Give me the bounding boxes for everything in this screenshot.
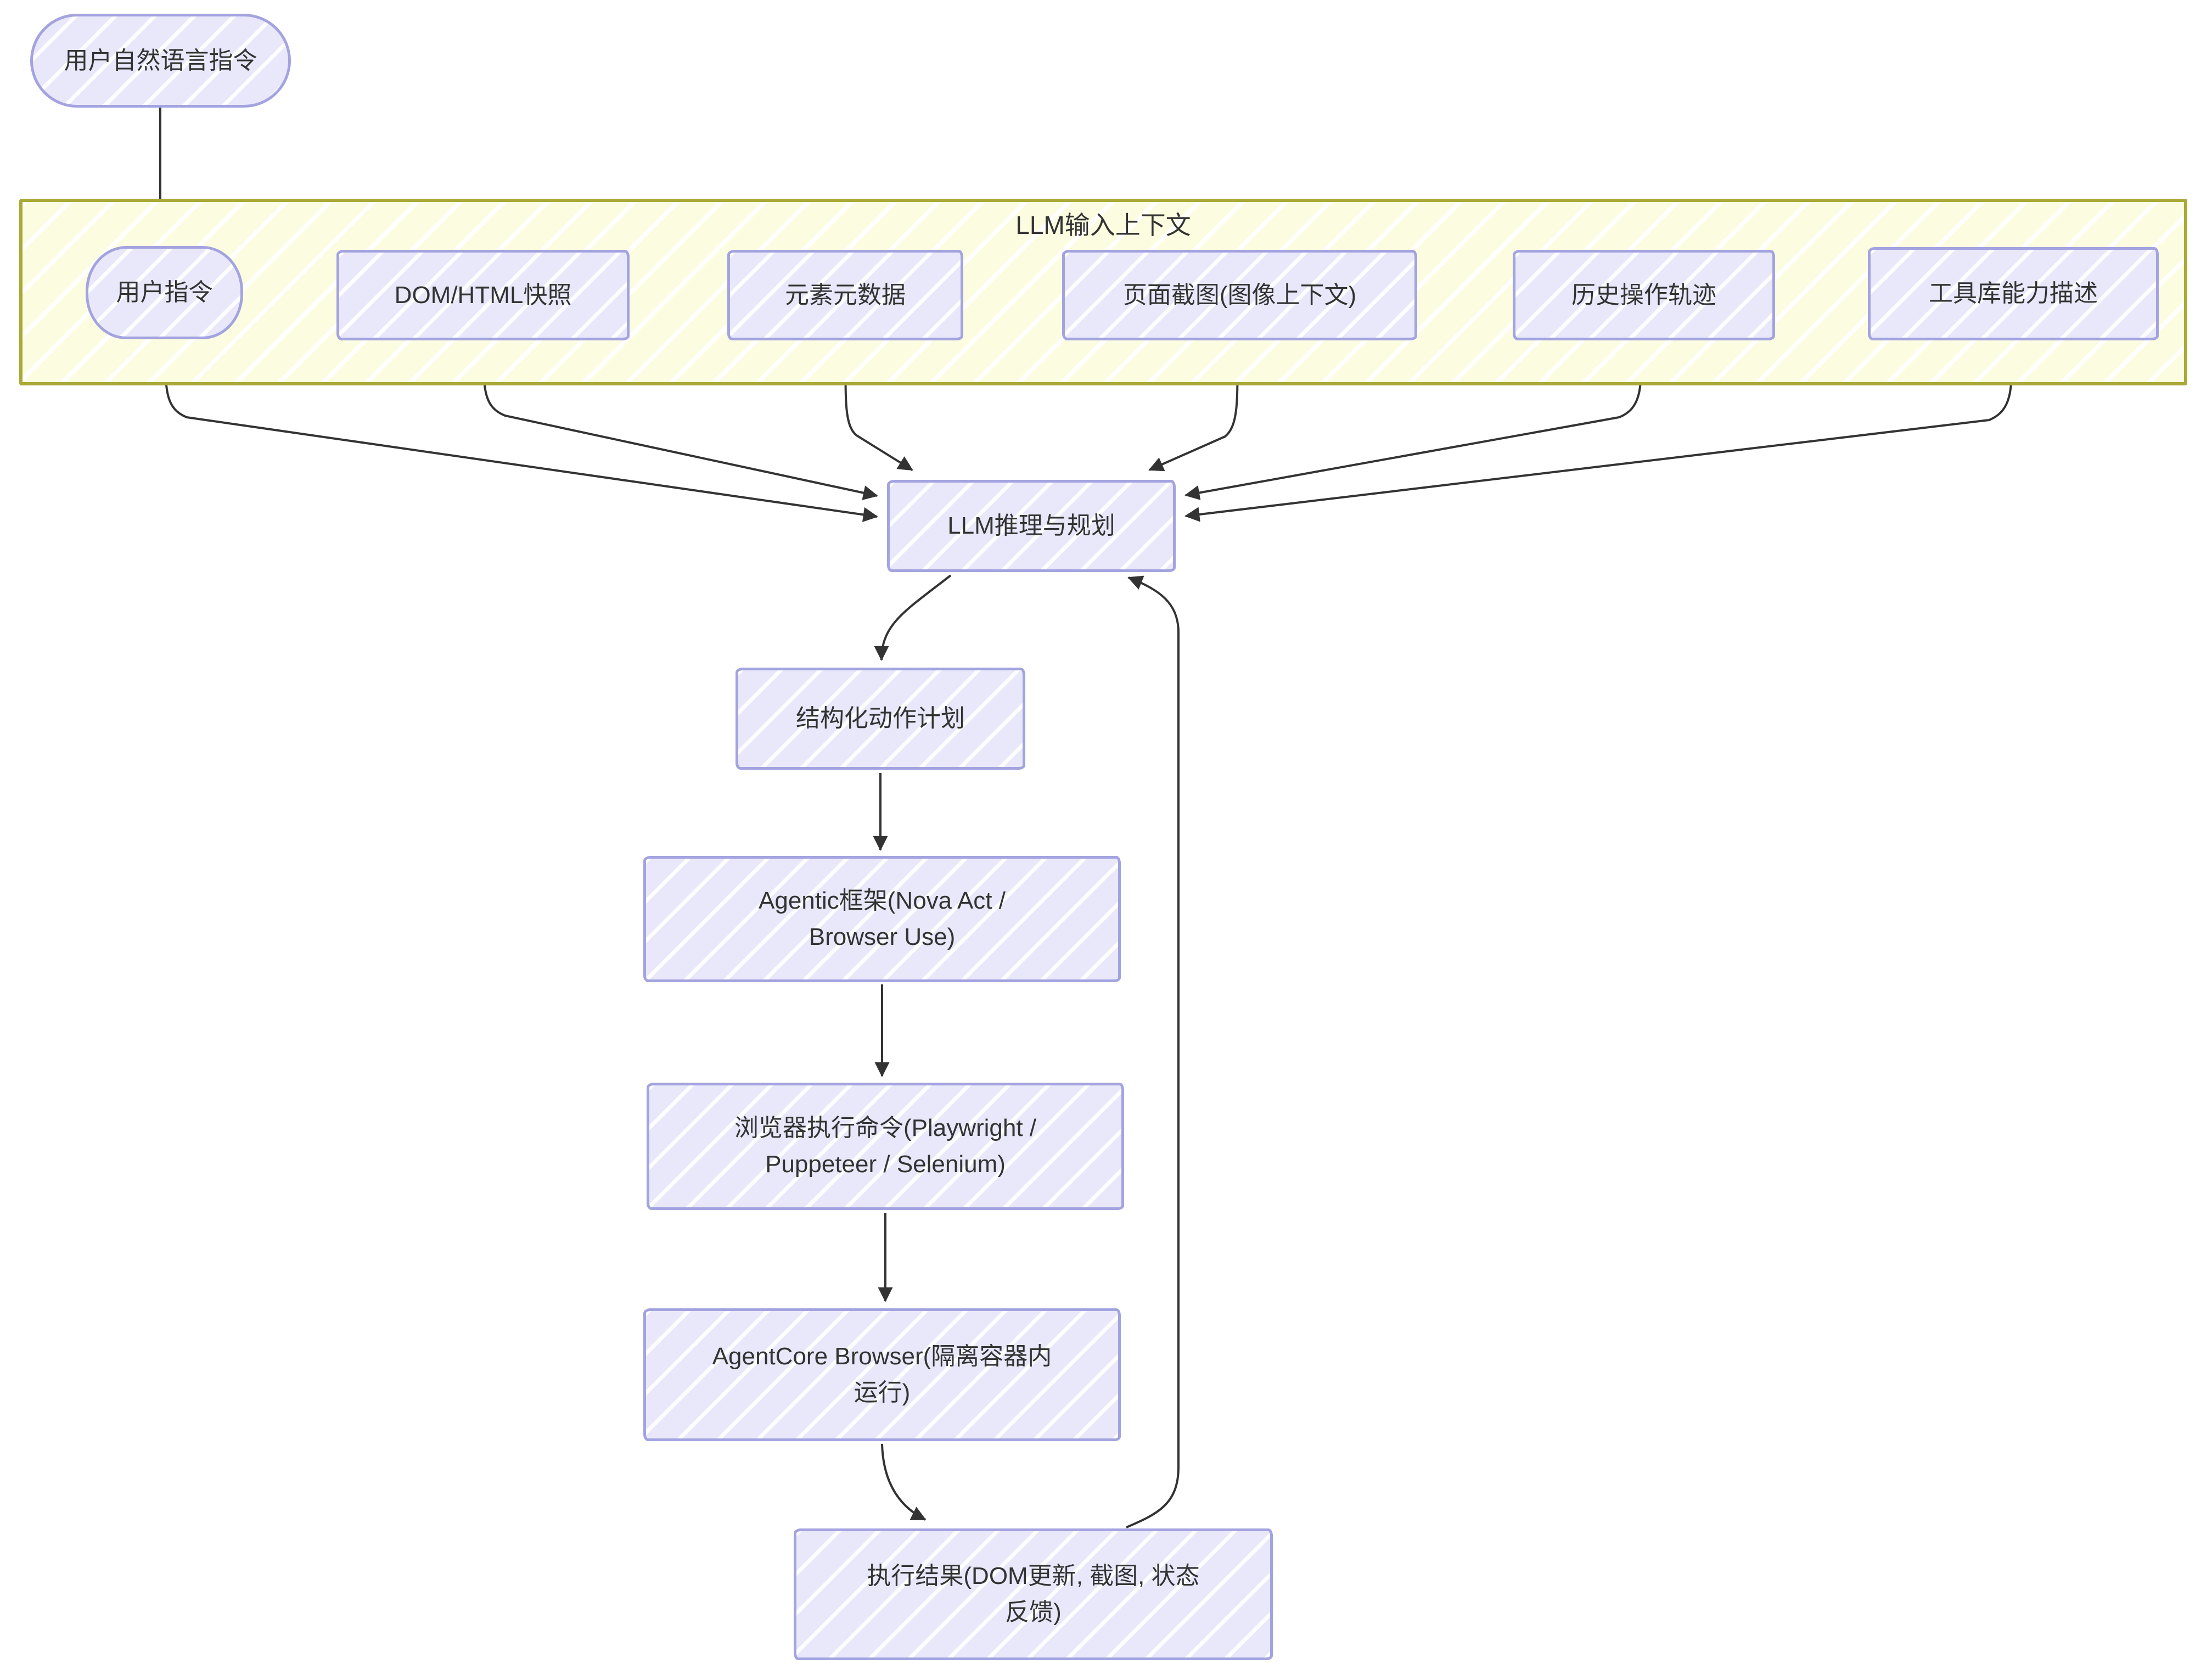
node-tool-capability: 工具库能力描述 <box>1868 247 2159 340</box>
node-label: 用户指令 <box>116 279 213 306</box>
node-label: DOM/HTML快照 <box>394 281 572 309</box>
edge-llm-plan <box>874 574 952 661</box>
edge-agentcore-result <box>881 1443 927 1521</box>
node-dom-html-snapshot: DOM/HTML快照 <box>336 250 630 340</box>
node-label: 用户自然语言指令 <box>64 47 257 74</box>
node-label: 工具库能力描述 <box>1929 280 2098 307</box>
node-page-screenshot: 页面截图(图像上下文) <box>1062 250 1417 340</box>
node-structured-action-plan: 结构化动作计划 <box>736 668 1025 770</box>
node-label: AgentCore Browser(隔离容器内运行) <box>712 1343 1052 1406</box>
node-agentcore-browser: AgentCore Browser(隔离容器内运行) <box>643 1308 1121 1441</box>
node-label: 结构化动作计划 <box>796 705 965 732</box>
node-user-instruction: 用户指令 <box>86 246 243 339</box>
edge-result-llm-feedback <box>1126 575 1180 1528</box>
node-execution-result: 执行结果(DOM更新, 截图, 状态反馈) <box>794 1528 1273 1660</box>
node-label: 元素元数据 <box>785 281 906 309</box>
llm-input-context-title: LLM输入上下文 <box>1015 211 1191 239</box>
node-browser-exec-commands: 浏览器执行命令(Playwright / Puppeteer / Seleniu… <box>647 1083 1124 1210</box>
node-label: 页面截图(图像上下文) <box>1122 281 1357 309</box>
node-user-natural-language-instruction: 用户自然语言指令 <box>30 14 291 108</box>
node-label: 历史操作轨迹 <box>1571 281 1716 309</box>
node-element-metadata: 元素元数据 <box>727 250 963 340</box>
node-label: LLM推理与规划 <box>947 512 1115 539</box>
node-label: 执行结果(DOM更新, 截图, 状态反馈) <box>867 1563 1200 1626</box>
node-history-trace: 历史操作轨迹 <box>1513 250 1775 340</box>
node-label: Agentic框架(Nova Act / Browser Use) <box>759 887 1006 950</box>
node-llm-reasoning-planning: LLM推理与规划 <box>887 480 1176 572</box>
node-agentic-framework: Agentic框架(Nova Act / Browser Use) <box>643 856 1121 982</box>
node-label: 浏览器执行命令(Playwright / Puppeteer / Seleniu… <box>734 1115 1037 1178</box>
